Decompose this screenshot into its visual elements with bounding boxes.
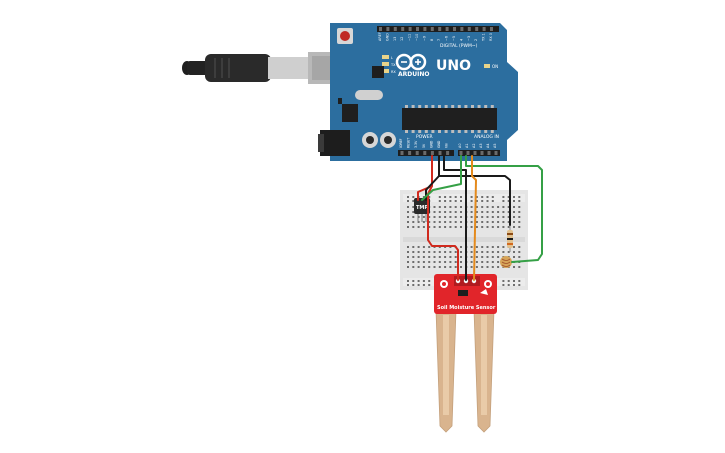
wires xyxy=(417,155,543,281)
power-pin-label: Vin xyxy=(445,143,449,148)
digital-pin-label: ~10 xyxy=(415,34,419,41)
voltage-regulator xyxy=(342,104,358,122)
digital-pin-label: ~9 xyxy=(422,36,426,41)
analog-pin-label: A3 xyxy=(479,144,483,148)
resistor xyxy=(507,225,513,252)
usb-chip xyxy=(372,66,384,78)
digital-pin-label: 12 xyxy=(400,37,404,41)
power-pin-label: IOREF xyxy=(399,138,403,148)
power-pin-label: RESET xyxy=(407,138,411,148)
digital-pin-label: ~5 xyxy=(452,36,456,41)
digital-header xyxy=(377,26,499,32)
digital-pin-label: 2 xyxy=(474,39,478,41)
analog-pin-label: A4 xyxy=(486,144,490,148)
digital-pin-label: TX 1 xyxy=(482,33,486,42)
wire-a2-orange xyxy=(471,155,477,281)
tmp36-sensor: TMP xyxy=(414,198,430,222)
power-header-label: POWER xyxy=(416,134,433,140)
tmp-sensor-label: TMP xyxy=(416,205,428,211)
soil-sensor-label: Soil Moisture Sensor xyxy=(437,305,496,311)
l-label: L xyxy=(391,56,393,60)
digital-header-label: DIGITAL (PWM~) xyxy=(440,43,478,49)
digital-pin-label: ~11 xyxy=(408,34,412,41)
atmega-chip xyxy=(402,108,497,130)
on-label: ON xyxy=(492,64,498,69)
board-brand: ARDUINO xyxy=(398,71,429,78)
digital-pin-label: ~6 xyxy=(445,36,449,41)
power-pin-label: GND xyxy=(437,140,441,148)
digital-pin-label: 7 xyxy=(437,39,441,41)
digital-pin-label: 8 xyxy=(430,39,434,41)
analog-pin-label: A0 xyxy=(458,144,462,148)
crystal-oscillator xyxy=(355,90,383,100)
digital-pin-label: 4 xyxy=(459,39,463,41)
digital-pin-label: GND xyxy=(385,33,389,41)
analog-header xyxy=(458,150,500,156)
analog-pin-label: A5 xyxy=(493,144,497,148)
soil-moisture-sensor: Soil Moisture Sensor xyxy=(434,274,497,433)
tx-label: TX xyxy=(390,63,396,67)
wire-a0-green xyxy=(421,155,462,201)
power-pin-label: 3.3V xyxy=(414,140,418,148)
analog-header-label: ANALOG IN xyxy=(474,134,499,140)
usb-cable xyxy=(182,52,344,84)
digital-pin-label: ~3 xyxy=(467,36,471,41)
analog-pin-label: A2 xyxy=(472,144,476,148)
analog-pin-label: A1 xyxy=(465,144,469,148)
power-jack xyxy=(320,130,350,156)
board-model: UNO xyxy=(436,58,471,74)
power-pin-label: GND xyxy=(429,140,433,148)
power-pin-label: 5V xyxy=(422,143,426,148)
wire-a1-green xyxy=(465,155,543,263)
wire-gnd-black-2 xyxy=(443,155,467,281)
digital-pin-label: RX 0 xyxy=(489,33,493,41)
photoresistor xyxy=(500,256,512,268)
digital-pin-label: 13 xyxy=(393,37,397,41)
wire-gnd-black xyxy=(438,155,511,226)
digital-pin-label: AREF xyxy=(378,32,382,41)
rx-label: RX xyxy=(391,70,396,74)
arduino-infinity-logo xyxy=(395,53,427,71)
